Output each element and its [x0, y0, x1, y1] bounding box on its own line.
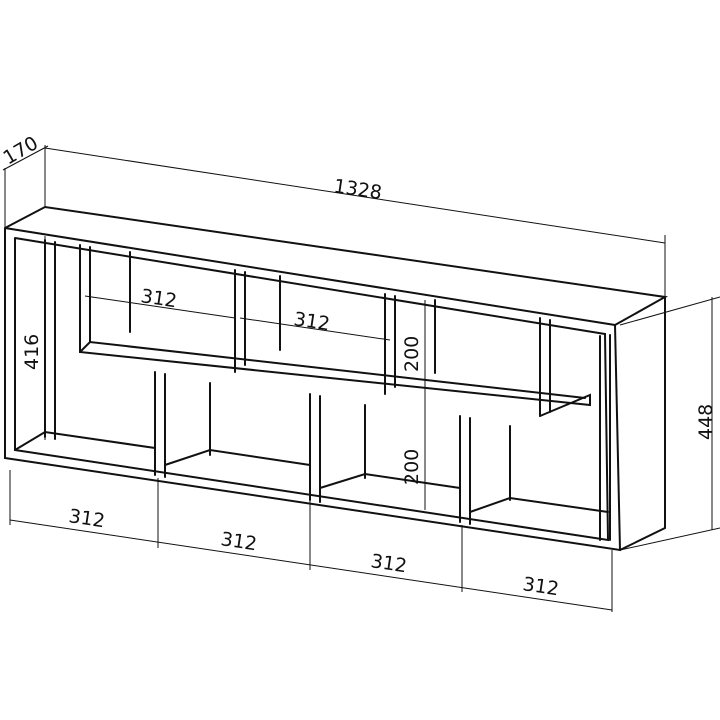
dimension-line	[619, 296, 720, 326]
shelf-edge	[619, 296, 666, 551]
dimension-lines	[2, 145, 720, 612]
shelf-edge	[79, 244, 591, 417]
upper-compartment-1-label: 312	[139, 285, 178, 312]
shelf-edge	[469, 496, 609, 513]
shelf-edge	[319, 472, 461, 489]
dimension-line	[239, 317, 391, 341]
bottom-3-label: 312	[369, 550, 408, 577]
lower-height-label: 200	[401, 449, 423, 485]
shelf-edge	[79, 340, 586, 399]
bottom-4-label: 312	[521, 573, 560, 600]
dimension-line	[2, 145, 49, 171]
dimension-line	[44, 147, 666, 244]
shelf-edge	[164, 448, 311, 466]
dimension-line	[619, 527, 720, 551]
depth-label: 170	[0, 132, 42, 169]
width-label: 1328	[332, 175, 383, 204]
shelf-edge	[14, 237, 610, 542]
dimension-line	[84, 295, 236, 319]
left-height-label: 416	[21, 334, 43, 370]
upper-compartment-2-label: 312	[292, 308, 331, 335]
total-height-label: 448	[695, 404, 717, 440]
dimension-line	[9, 519, 613, 611]
bottom-1-label: 312	[67, 505, 106, 532]
upper-height-label: 200	[401, 336, 423, 372]
bottom-2-label: 312	[219, 528, 258, 555]
shelf-outline	[4, 205, 669, 552]
shelf-edge	[14, 430, 156, 451]
shelf-edge	[4, 205, 669, 326]
